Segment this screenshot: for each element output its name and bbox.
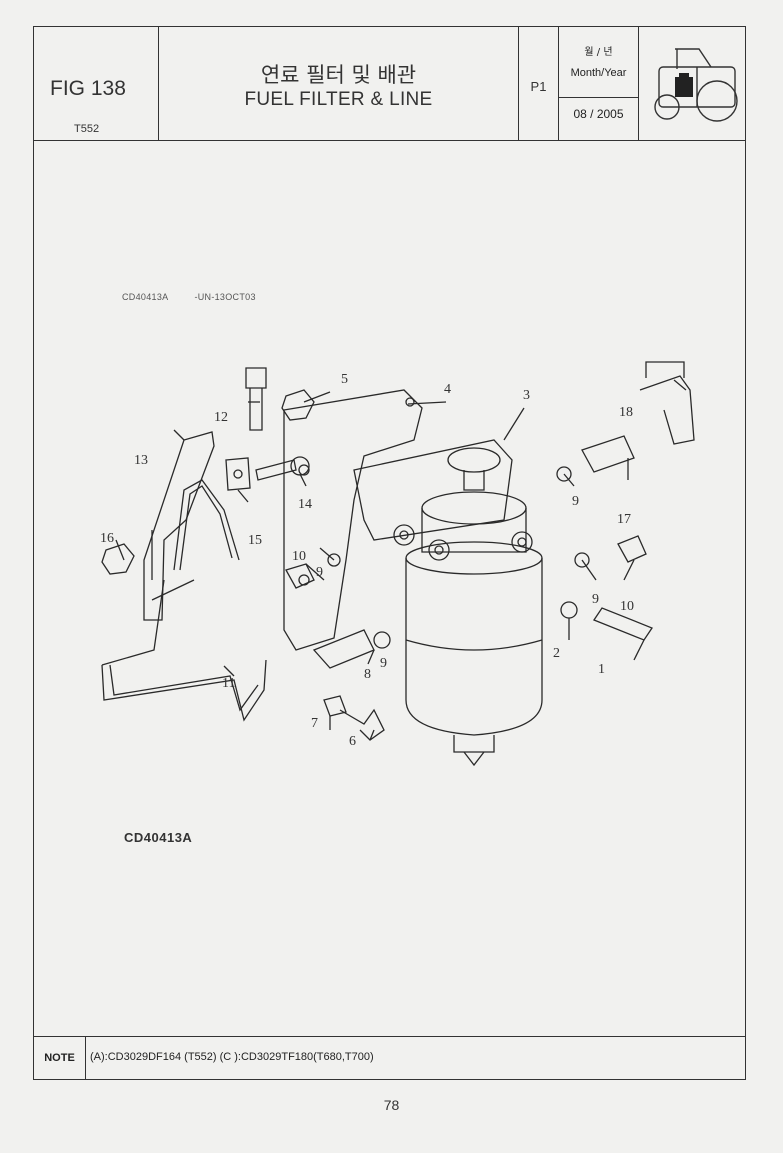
fuel-pipe-11 bbox=[101, 659, 267, 722]
note-text: (A):CD3029DF164 (T552) (C ):CD3029TF180(… bbox=[90, 1051, 374, 1063]
date-label-korean: 월 / 년 bbox=[584, 47, 613, 58]
callout-8: 8 bbox=[364, 667, 371, 682]
tractor-icon-cell bbox=[639, 27, 745, 140]
title-cell: 연료 필터 및 배관 FUEL FILTER & LINE bbox=[159, 27, 519, 140]
callout-5: 5 bbox=[341, 372, 348, 387]
nut-5 bbox=[281, 389, 315, 421]
fitting-10-right bbox=[617, 535, 647, 563]
diagram-ref-date: -UN-13OCT03 bbox=[194, 292, 256, 302]
diagram-ref-code: CD40413A-UN-13OCT03 bbox=[122, 292, 256, 302]
clamp-15 bbox=[225, 457, 251, 491]
callout-11: 11 bbox=[222, 676, 235, 691]
callout-2: 2 bbox=[553, 646, 560, 661]
bolt-6 bbox=[339, 708, 385, 741]
nut-16 bbox=[101, 543, 135, 575]
bracket-3 bbox=[353, 439, 513, 541]
drain-plug bbox=[453, 735, 495, 753]
title-korean: 연료 필터 및 배관 bbox=[260, 63, 417, 87]
bolt-12 bbox=[245, 367, 267, 389]
callout-9-right-lower: 9 bbox=[592, 592, 599, 607]
diagram-area: CD40413A -UN-13OCT03 bbox=[34, 140, 745, 1037]
callout-15: 15 bbox=[248, 533, 262, 548]
callout-16: 16 bbox=[100, 531, 114, 546]
callout-9-left: 9 bbox=[316, 565, 323, 580]
bolt-1 bbox=[593, 607, 653, 641]
callout-14: 14 bbox=[298, 497, 312, 512]
fitting-17 bbox=[581, 435, 635, 473]
filter-bowl bbox=[405, 558, 543, 736]
model-number: T552 bbox=[74, 123, 100, 135]
primer-knob bbox=[447, 447, 501, 473]
page-cell: P1 bbox=[519, 27, 559, 140]
fig-cell: FIG 138 T552 bbox=[34, 27, 159, 140]
date-label-english: Month/Year bbox=[570, 67, 627, 79]
fitting-10-left bbox=[285, 563, 315, 589]
date-cell: 월 / 년 Month/Year 08 / 2005 bbox=[559, 27, 639, 140]
callout-12: 12 bbox=[214, 410, 228, 425]
callout-13: 13 bbox=[134, 453, 148, 468]
callout-9-mid: 9 bbox=[380, 656, 387, 671]
washer-2 bbox=[560, 601, 578, 619]
fitting-8 bbox=[312, 629, 375, 669]
callout-10-left: 10 bbox=[292, 549, 306, 564]
callout-1: 1 bbox=[598, 662, 605, 677]
page-number: 78 bbox=[383, 1097, 400, 1113]
callout-18: 18 bbox=[619, 405, 633, 420]
fuel-filter-diagram: 1 2 3 4 5 6 7 8 9 9 9 9 10 10 11 12 13 1… bbox=[100, 361, 695, 767]
callout-7: 7 bbox=[311, 716, 318, 731]
callout-4: 4 bbox=[444, 382, 451, 397]
page-label: P1 bbox=[530, 79, 547, 94]
tractor-icon bbox=[654, 48, 738, 122]
note-row: NOTE (A):CD3029DF164 (T552) (C ):CD3029T… bbox=[34, 1036, 745, 1079]
callout-9-right-upper: 9 bbox=[572, 494, 579, 509]
callout-3: 3 bbox=[523, 388, 530, 403]
bracket-plate-4 bbox=[283, 389, 423, 651]
callout-17: 17 bbox=[617, 512, 631, 527]
banjo-fitting-18 bbox=[639, 375, 695, 445]
callout-10-right: 10 bbox=[620, 599, 634, 614]
washer-7 bbox=[323, 695, 347, 717]
callout-6: 6 bbox=[349, 734, 356, 749]
date-value: 08 / 2005 bbox=[573, 107, 624, 121]
page-frame: FIG 138 T552 연료 필터 및 배관 FUEL FILTER & LI… bbox=[33, 26, 746, 1080]
diagram-caption: CD40413A bbox=[124, 830, 193, 845]
header: FIG 138 T552 연료 필터 및 배관 FUEL FILTER & LI… bbox=[34, 27, 745, 141]
bolt-14 bbox=[255, 459, 297, 481]
note-label: NOTE bbox=[34, 1037, 86, 1079]
fig-number: FIG 138 bbox=[50, 77, 126, 100]
title-english: FUEL FILTER & LINE bbox=[244, 89, 433, 110]
